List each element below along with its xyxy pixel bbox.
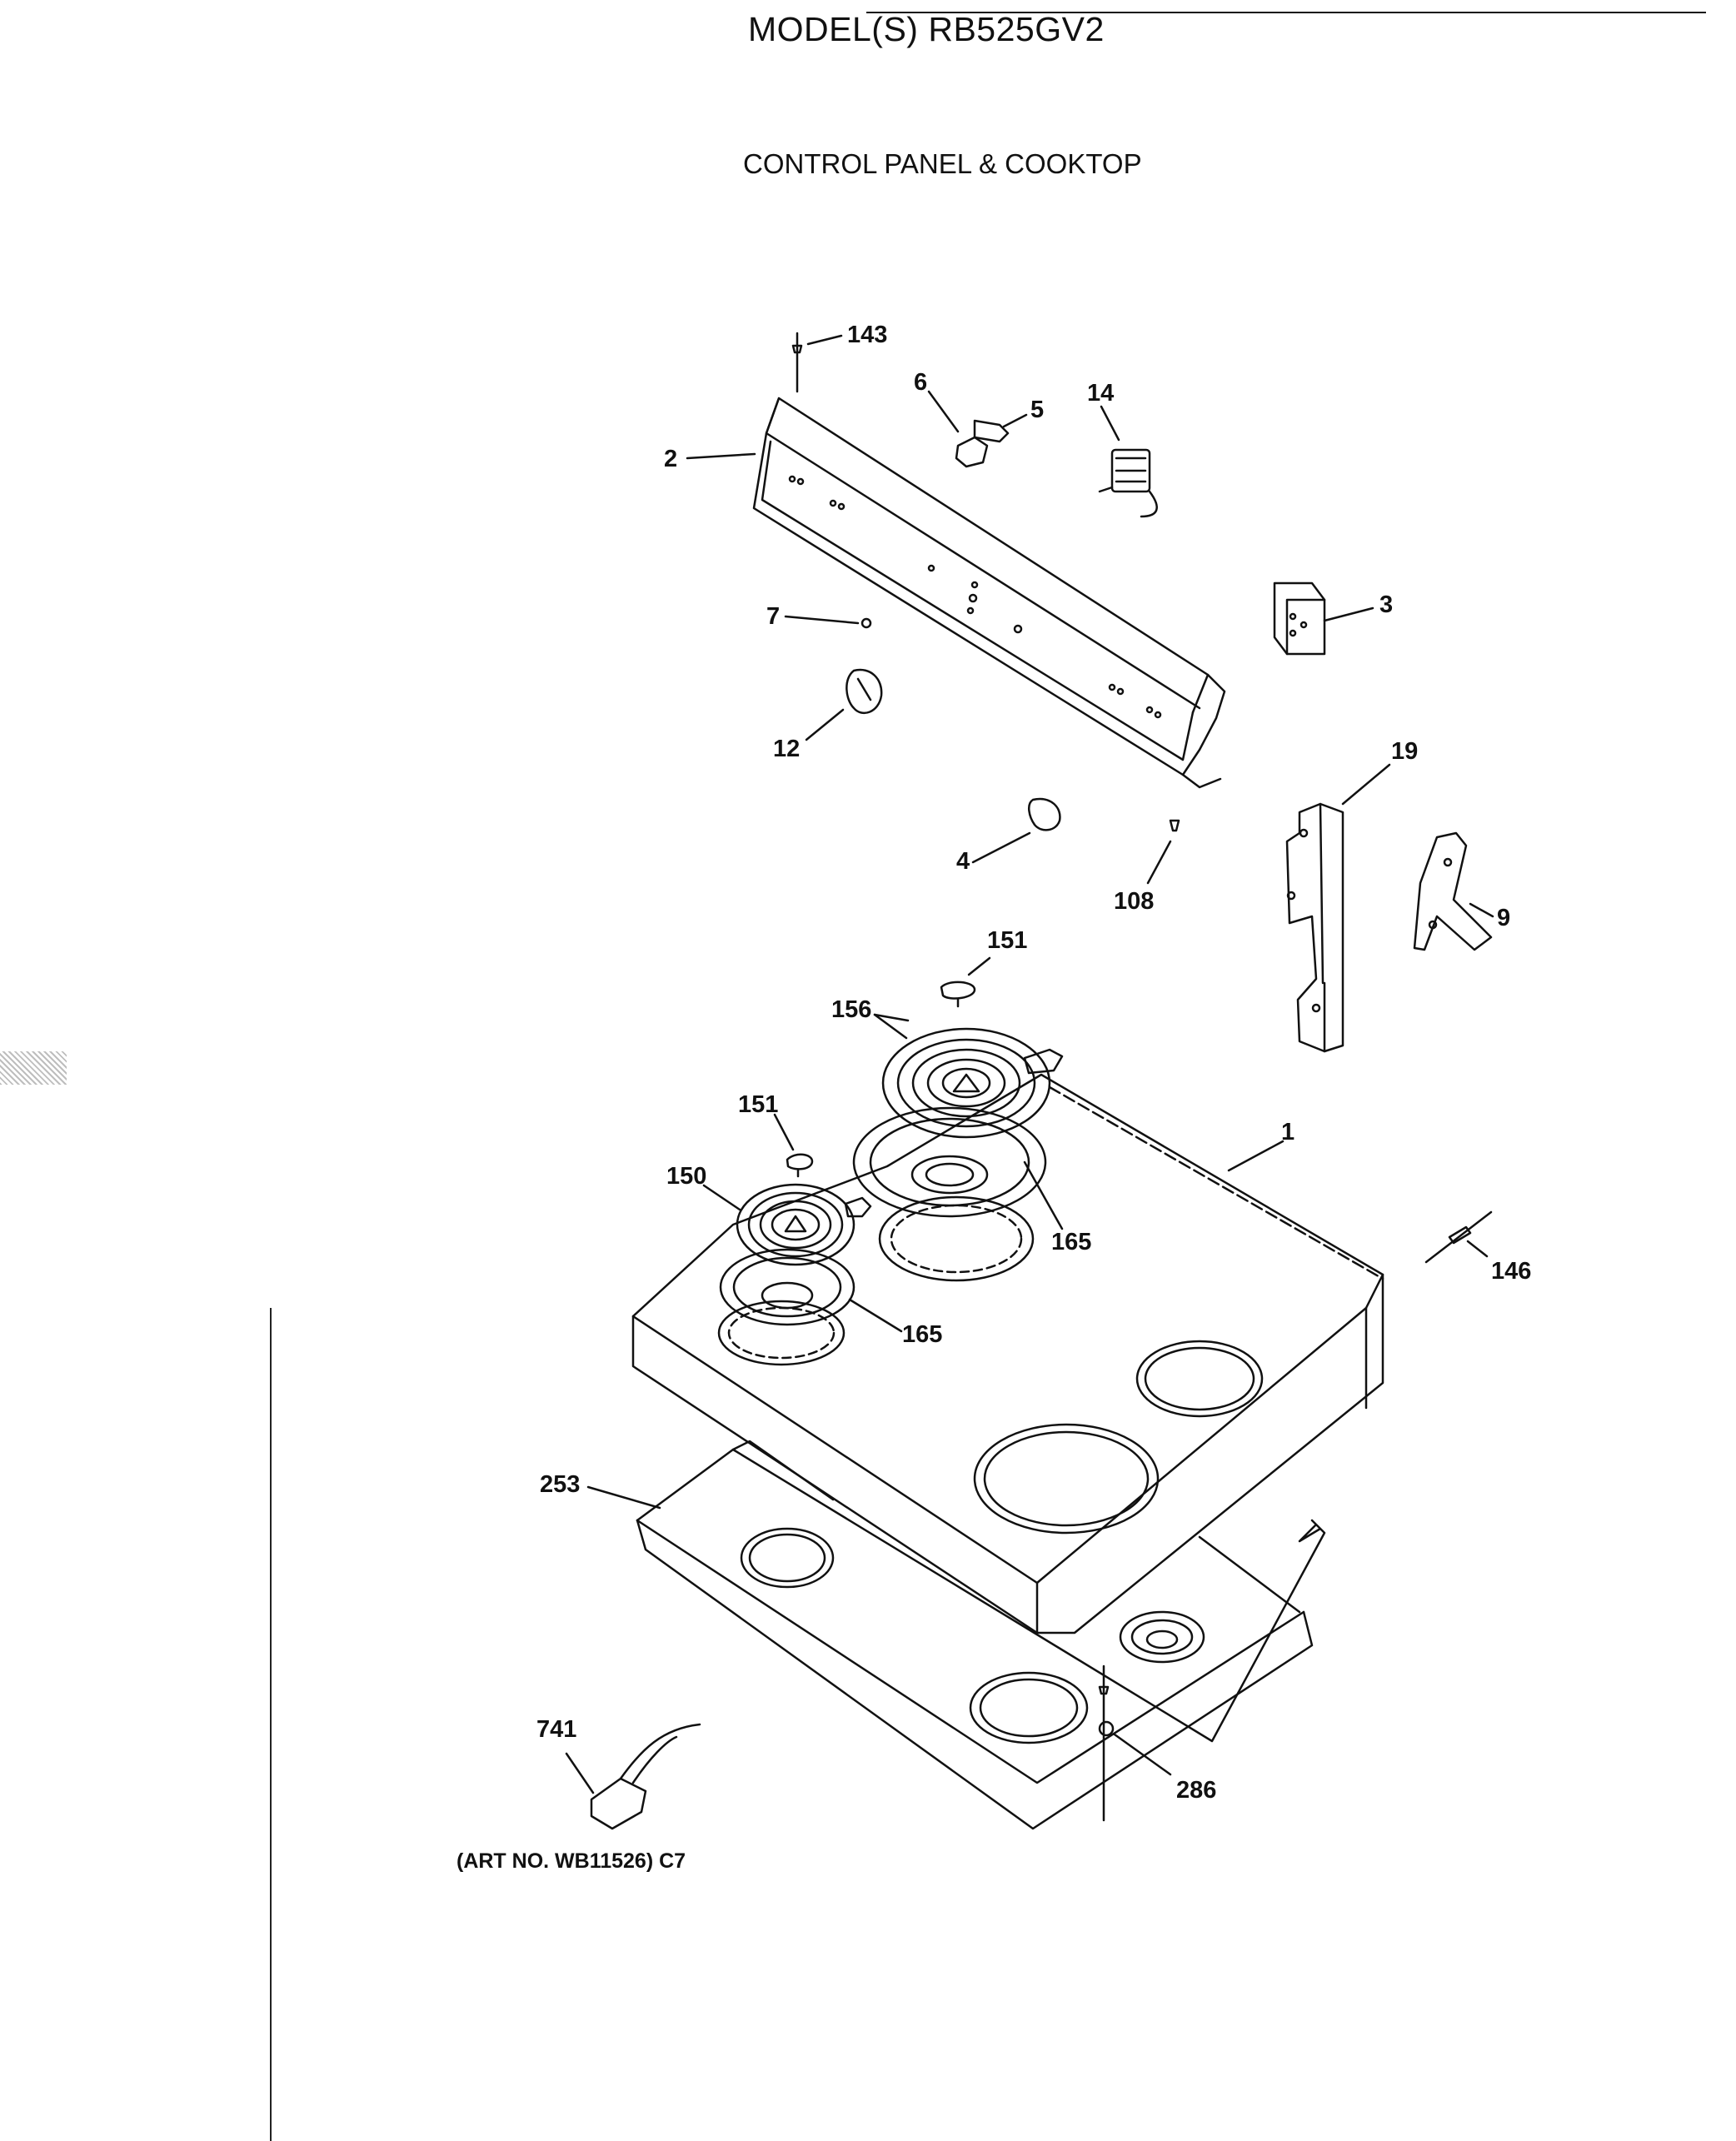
part-286-screw bbox=[1098, 1664, 1172, 1822]
left-margin-rule bbox=[270, 1308, 272, 2141]
callout-4: 4 bbox=[956, 848, 970, 875]
part-7-insert bbox=[784, 615, 872, 629]
part-4-knob bbox=[971, 797, 1061, 864]
exploded-parts-diagram bbox=[565, 332, 1494, 1830]
part-14-switch bbox=[1098, 405, 1158, 518]
part-3-switch-block bbox=[1273, 581, 1374, 656]
part-9-bracket bbox=[1413, 831, 1494, 951]
callout-150: 150 bbox=[666, 1163, 707, 1190]
callout-143: 143 bbox=[847, 322, 888, 348]
part-2-control-panel bbox=[686, 397, 1226, 789]
part-741-harness bbox=[565, 1723, 701, 1830]
callout-108: 108 bbox=[1114, 888, 1155, 915]
callout-19: 19 bbox=[1391, 738, 1419, 765]
callout-253: 253 bbox=[540, 1471, 581, 1498]
part-19-side-bracket bbox=[1285, 763, 1391, 1053]
callout-6: 6 bbox=[914, 369, 928, 396]
section-title: CONTROL PANEL & COOKTOP bbox=[743, 148, 1142, 179]
part-253-burner-box bbox=[586, 1440, 1326, 1830]
callout-1: 1 bbox=[1281, 1119, 1295, 1145]
model-title: MODEL(S) RB525GV2 bbox=[748, 10, 1105, 48]
part-151-terminal-second bbox=[773, 1113, 814, 1178]
callout-151-second: 151 bbox=[738, 1091, 779, 1118]
part-156-large-element bbox=[873, 1013, 1064, 1139]
header-rule bbox=[866, 12, 1706, 13]
art-number: (ART NO. WB11526) C7 bbox=[456, 1849, 686, 1873]
part-6-5-brackets bbox=[927, 390, 1028, 468]
callout-3: 3 bbox=[1379, 591, 1394, 618]
callout-741: 741 bbox=[536, 1716, 577, 1743]
part-1-cooktop bbox=[631, 1073, 1384, 1634]
part-143-screw bbox=[791, 332, 843, 393]
part-151-terminal-top bbox=[940, 956, 991, 1008]
callout-14: 14 bbox=[1087, 380, 1115, 407]
part-150-small-element bbox=[702, 1183, 872, 1266]
part-108-fastener bbox=[1146, 819, 1180, 885]
scan-speckle bbox=[0, 1051, 67, 1085]
part-165-small-drip-pan bbox=[719, 1248, 903, 1333]
callout-12: 12 bbox=[773, 736, 801, 762]
callout-7: 7 bbox=[766, 603, 781, 630]
callout-2: 2 bbox=[664, 446, 678, 472]
callout-286: 286 bbox=[1176, 1777, 1217, 1804]
callout-146: 146 bbox=[1491, 1258, 1532, 1285]
callout-165-small: 165 bbox=[902, 1321, 943, 1348]
callout-156: 156 bbox=[831, 996, 872, 1023]
callout-5: 5 bbox=[1030, 397, 1045, 423]
callout-151-top: 151 bbox=[987, 927, 1028, 954]
callout-9: 9 bbox=[1497, 905, 1511, 931]
part-146-screw bbox=[1424, 1210, 1493, 1264]
callout-165-large: 165 bbox=[1051, 1229, 1092, 1255]
part-12-knob bbox=[805, 668, 883, 741]
